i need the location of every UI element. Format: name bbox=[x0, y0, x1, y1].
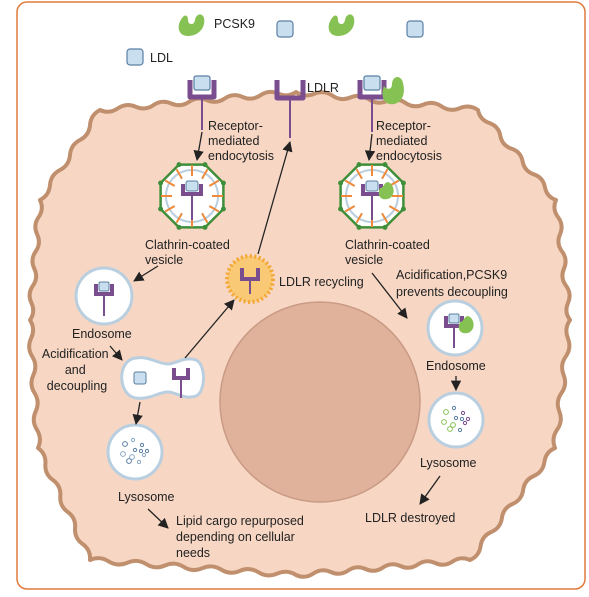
arrow-to-lysosome-left bbox=[132, 401, 143, 426]
arrow-to-ldlr-destroyed bbox=[419, 475, 441, 505]
ldlr-receptor-center bbox=[274, 80, 306, 138]
arrow-endocytosis-left bbox=[193, 131, 204, 162]
ldl-label: LDL bbox=[150, 51, 173, 65]
ldlr-label: LDLR bbox=[307, 81, 339, 95]
pathway-arrows bbox=[109, 131, 462, 529]
ldlr-recycling-label: LDLR recycling bbox=[279, 275, 364, 289]
ldlr-receptor-right bbox=[357, 75, 404, 132]
ldl-particle bbox=[276, 20, 294, 38]
acidification-pcsk9-label: Acidification,PCSK9 prevents decoupling bbox=[396, 268, 511, 299]
clathrin-vesicle-label-right: Clathrin-coated vesicle bbox=[345, 238, 433, 267]
pcsk9-legend-icon bbox=[178, 14, 205, 36]
receptor-endocytosis-label-right: Receptor- mediated endocytosis bbox=[376, 119, 442, 163]
arrow-recycling-to-membrane bbox=[257, 141, 293, 255]
arrow-to-recycling bbox=[184, 299, 235, 359]
lysosome-right bbox=[427, 391, 485, 449]
clathrin-coated-vesicle-right bbox=[338, 162, 406, 230]
ldl-particle bbox=[406, 20, 424, 38]
arrow-to-lipid-cargo bbox=[147, 508, 169, 529]
clathrin-vesicle-label-left: Clathrin-coated vesicle bbox=[145, 238, 233, 267]
endosome-label-right: Endosome bbox=[426, 359, 486, 373]
ldlr-destroyed-label: LDLR destroyed bbox=[365, 511, 455, 525]
lipid-cargo-label: Lipid cargo repurposed depending on cell… bbox=[176, 514, 307, 560]
recycling-vesicle-receptor bbox=[240, 268, 260, 294]
lysosome-label-right: Lysosome bbox=[420, 456, 477, 470]
receptor-endocytosis-label-left: Receptor- mediated endocytosis bbox=[208, 119, 274, 163]
arrow-to-endosome-right bbox=[371, 272, 408, 319]
endosome-left bbox=[74, 266, 134, 326]
arrow-endocytosis-right bbox=[364, 133, 376, 162]
lysosome-label-left: Lysosome bbox=[118, 490, 175, 504]
arrow-to-endosome-left bbox=[133, 265, 159, 282]
clathrin-coated-vesicle-left bbox=[158, 162, 226, 230]
decoupling-vesicle bbox=[120, 356, 205, 400]
endosome-right bbox=[426, 299, 484, 357]
pcsk9-label: PCSK9 bbox=[214, 17, 255, 31]
arrow-to-decoupling bbox=[109, 345, 123, 361]
ldlr-receptor-left bbox=[187, 75, 217, 130]
ldl-legend-icon bbox=[126, 48, 144, 66]
outer-frame bbox=[16, 1, 586, 590]
pcsk9-particle bbox=[328, 14, 355, 36]
acidification-label-left: Acidification and decoupling bbox=[42, 347, 112, 393]
nucleus bbox=[219, 301, 421, 503]
endosome-label-left: Endosome bbox=[72, 327, 132, 341]
lysosome-left bbox=[106, 423, 164, 481]
